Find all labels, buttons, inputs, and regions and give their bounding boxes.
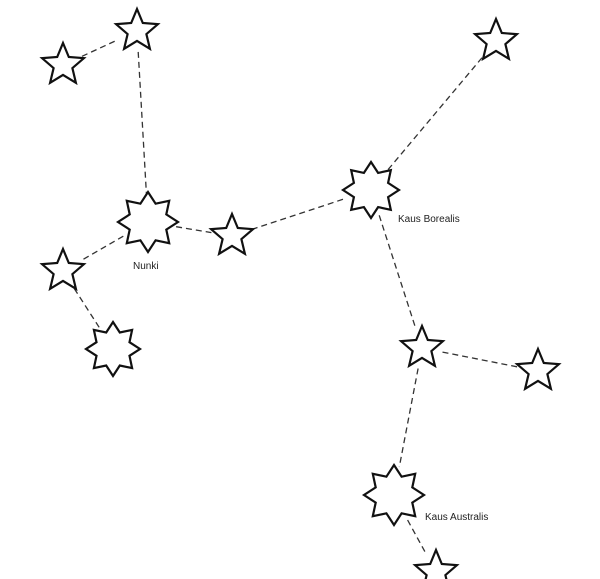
star-s10-icon — [514, 346, 562, 392]
link-nunki-s4 — [80, 235, 124, 262]
star-s9-icon — [398, 323, 446, 369]
star-s12-icon — [412, 547, 460, 579]
star-s8-icon — [472, 16, 520, 62]
label-nunki: Nunki — [133, 261, 159, 272]
label-kaus-australis: Kaus Australis — [425, 512, 488, 523]
link-s1-s2 — [81, 39, 119, 57]
star-nunki-icon — [115, 189, 181, 255]
link-kaus-australis-s12 — [407, 519, 427, 555]
label-kaus-borealis: Kaus Borealis — [398, 214, 460, 225]
star-labels: Nunki Kaus Borealis Kaus Australis — [133, 214, 488, 523]
star-kaus-australis-icon — [361, 462, 427, 528]
star-s2-icon — [113, 6, 161, 52]
link-s2-nunki — [137, 51, 148, 194]
link-s9-kaus-australis — [398, 368, 419, 468]
link-s9-s10 — [442, 351, 518, 368]
star-s4-icon — [39, 246, 87, 292]
link-nunki-s6 — [175, 226, 212, 234]
star-s5-icon — [83, 319, 143, 379]
star-s6-icon — [208, 211, 256, 257]
constellation-stars — [39, 6, 562, 579]
link-s6-kaus-borealis — [251, 197, 346, 231]
link-kaus-borealis-s9 — [378, 215, 417, 329]
link-s4-s5 — [73, 288, 100, 328]
star-kaus-borealis-icon — [340, 159, 402, 221]
star-s1-icon — [39, 40, 87, 86]
link-kaus-borealis-s8 — [387, 56, 484, 171]
constellation-links — [73, 39, 518, 555]
